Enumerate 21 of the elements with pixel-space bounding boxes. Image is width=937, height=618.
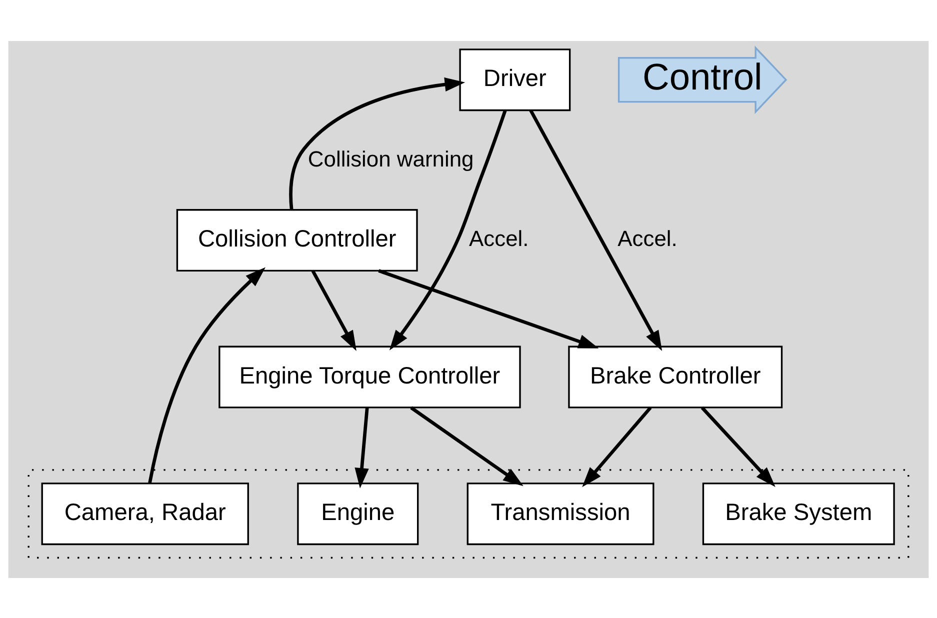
arrow [582,406,652,487]
arrow [700,406,776,486]
node-box: Engine [297,482,419,545]
arrow [148,266,266,483]
node-box: Transmission [466,482,654,545]
arrow [354,407,369,488]
node-box: Driver [459,48,571,111]
node-box: Brake Controller [568,345,783,408]
arrow [410,406,524,486]
edge-label: Collision warning [308,146,474,172]
node-box: Engine Torque Controller [218,345,521,408]
node-box: Camera, Radar [41,482,249,545]
edge-label: Accel. [469,226,529,251]
arrow [389,109,507,350]
arrow [529,108,662,351]
arrow [311,270,356,350]
edge-label: Accel. [618,226,678,251]
node-box: Brake System [702,482,895,545]
node-box: Collision Controller [176,208,418,271]
arrow [378,268,599,348]
arrow [289,76,466,210]
